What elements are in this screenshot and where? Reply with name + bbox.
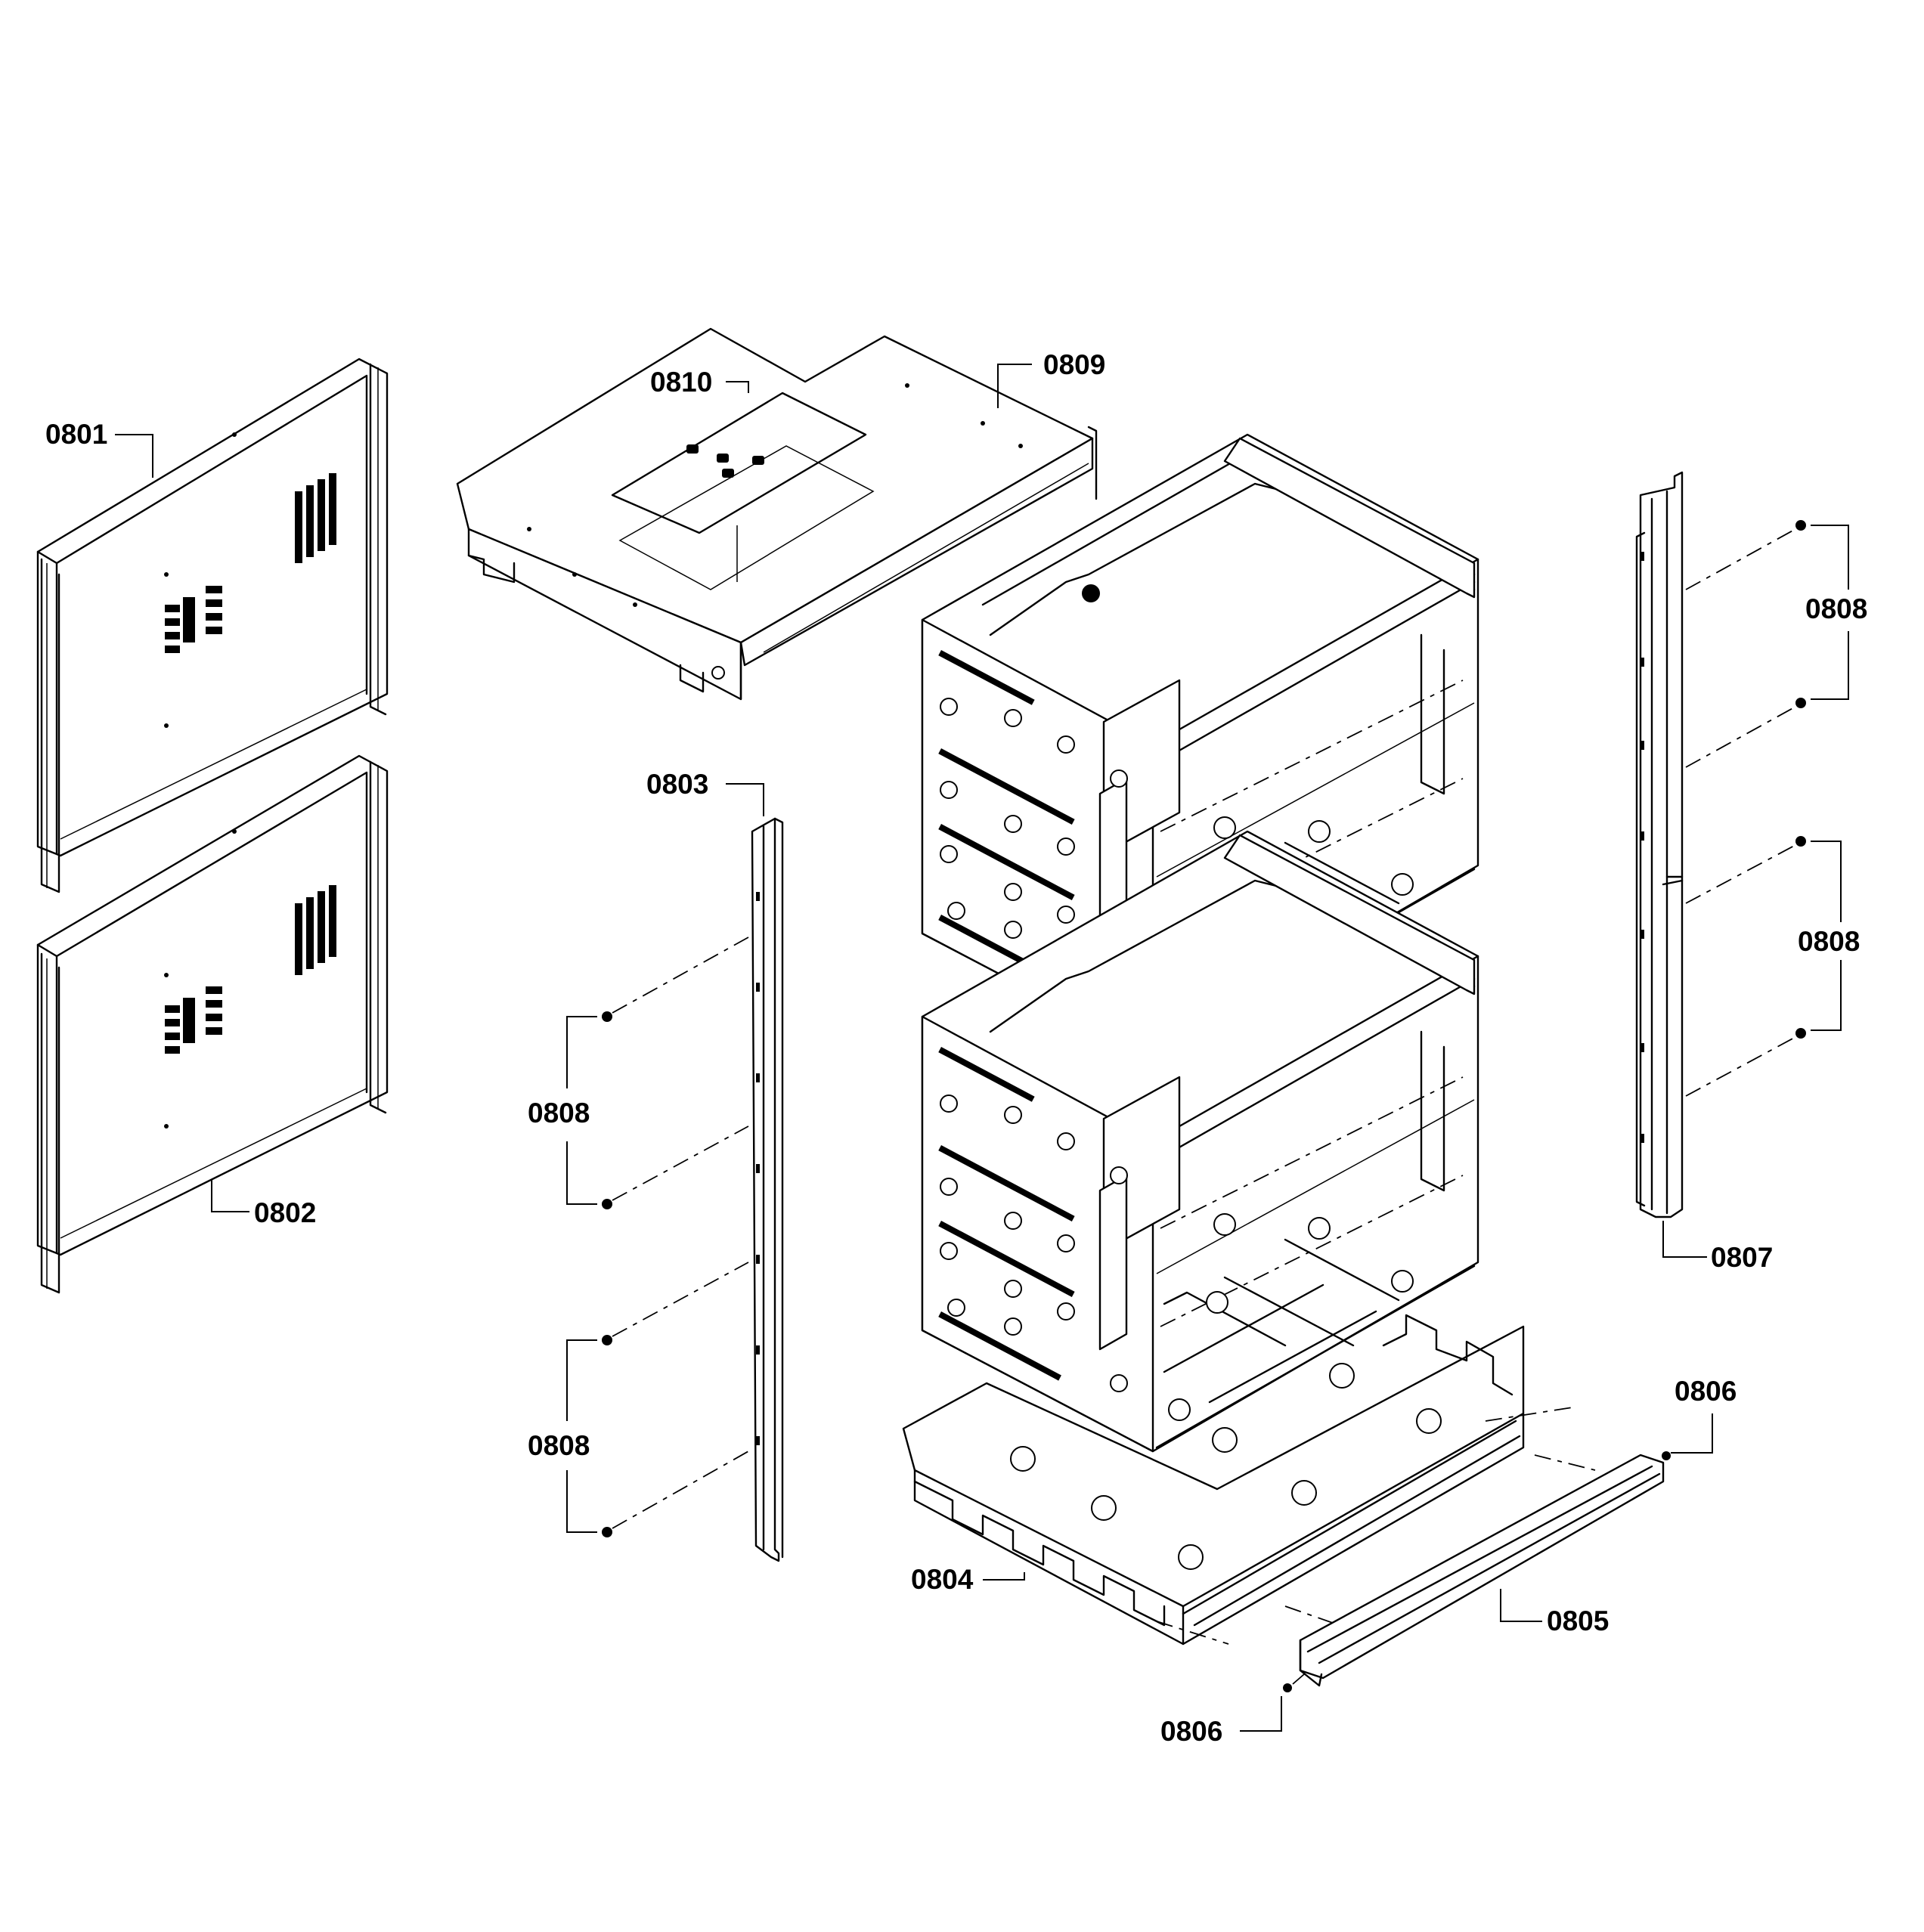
- callout-0806-right: 0806: [1675, 1376, 1737, 1407]
- callout-0808-right-upper: 0808: [1805, 593, 1867, 624]
- callout-0801: 0801: [45, 419, 107, 450]
- callout-0806-bottom: 0806: [1160, 1716, 1222, 1747]
- cover-plate-0810: [611, 392, 875, 590]
- callout-0803: 0803: [646, 769, 708, 800]
- callout-0810: 0810: [650, 367, 712, 398]
- side-panel-0802: [36, 754, 389, 1294]
- callout-0808-left-upper: 0808: [528, 1098, 590, 1129]
- screws-right: [1685, 520, 1806, 1097]
- kick-plate-0805: [1283, 1451, 1671, 1692]
- callout-0808-left-lower: 0808: [528, 1430, 590, 1461]
- callout-labels: 0801 0802 0803 0804 0805 0806 0806 0807 …: [45, 349, 1867, 1747]
- side-panel-0801: [36, 358, 389, 893]
- left-trim-0803: [751, 817, 784, 1562]
- right-trim-0807: [1635, 471, 1684, 1218]
- oven-frame: [921, 433, 1479, 1453]
- callout-0807: 0807: [1711, 1242, 1773, 1273]
- leader-lines: [115, 364, 1849, 1732]
- callout-0809: 0809: [1043, 349, 1105, 380]
- callout-0804: 0804: [911, 1564, 974, 1595]
- callout-0805: 0805: [1547, 1605, 1609, 1636]
- base-pan-0804: [902, 1314, 1596, 1646]
- callout-0802: 0802: [254, 1197, 316, 1228]
- screws-left: [602, 937, 749, 1537]
- callout-0808-right-lower: 0808: [1798, 926, 1860, 957]
